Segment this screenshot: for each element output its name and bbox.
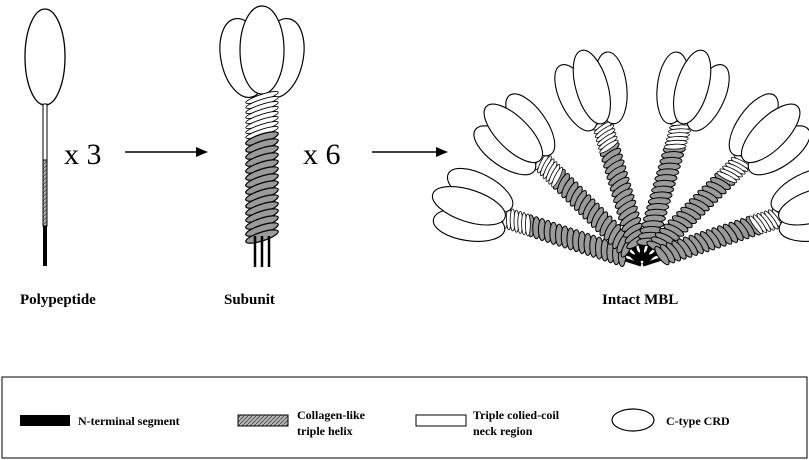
polypeptide-neck (43, 104, 47, 160)
legend-label-n-terminal: N-terminal segment (78, 414, 180, 428)
multiplier-x3: x 3 (64, 138, 102, 171)
label-subunit: Subunit (224, 292, 275, 308)
polypeptide-figure (25, 9, 65, 266)
legend-swatch-neck (416, 415, 466, 426)
legend-label-neck-1: Triple colied-coil (473, 408, 560, 422)
legend: N-terminal segment Collagen-like triple … (2, 377, 807, 458)
legend-swatch-n-terminal (20, 415, 70, 426)
arrow-to-subunit (125, 147, 208, 157)
legend-label-collagen-1: Collagen-like (297, 408, 366, 422)
legend-label-collagen-2: triple helix (297, 424, 353, 438)
intact-mbl-figure (420, 39, 809, 300)
legend-label-crd: C-type CRD (666, 414, 730, 428)
label-intact-mbl: Intact MBL (602, 292, 678, 308)
arrow-to-intact (372, 147, 448, 157)
subunit-collagen-coil (244, 129, 279, 246)
legend-swatch-collagen (238, 415, 288, 426)
multiplier-x6: x 6 (303, 138, 341, 171)
legend-swatch-crd (612, 409, 654, 431)
subunit-figure (213, 6, 311, 267)
subunit-helix (244, 89, 279, 246)
label-polypeptide: Polypeptide (20, 292, 96, 308)
subunit-crd-center (240, 6, 284, 94)
polypeptide-n-terminal (43, 226, 47, 266)
polypeptide-crd (25, 9, 65, 105)
legend-label-neck-2: neck region (473, 424, 533, 438)
polypeptide-collagen (43, 160, 47, 226)
